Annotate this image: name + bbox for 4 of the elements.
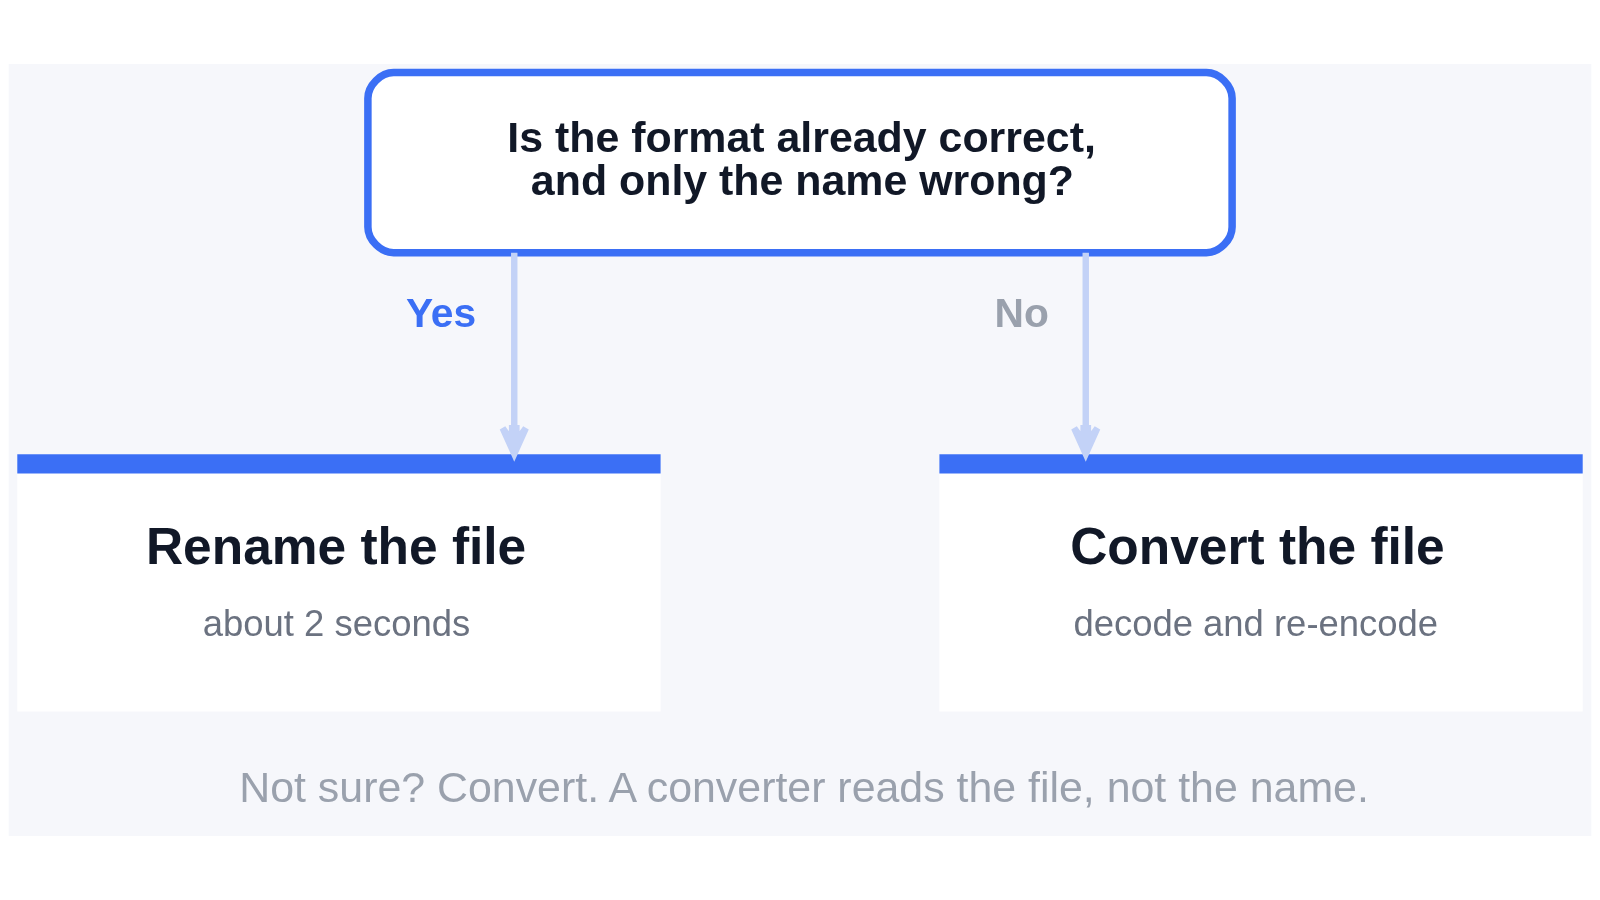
edge-label: Yes: [405, 289, 477, 336]
node-box: Is the format already correct, and only the name wrong?: [364, 68, 1236, 257]
edge-label: No: [994, 289, 1049, 336]
caption: Not sure? Convert. A converter reads the file, not the name.: [239, 762, 1369, 811]
